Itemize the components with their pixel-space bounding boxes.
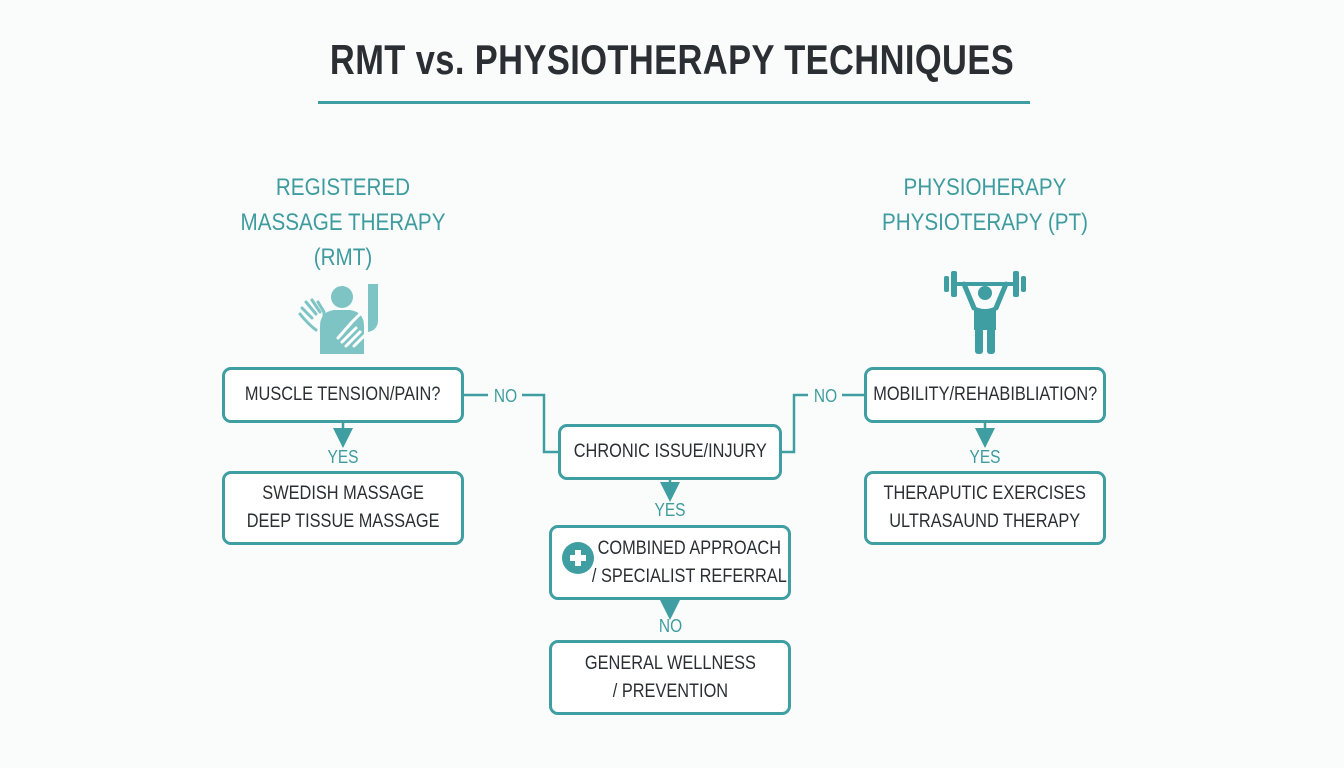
weightlifter-icon bbox=[944, 271, 1026, 354]
mobility-question-text: MOBILITY/REHABIBLIATION? bbox=[873, 384, 1097, 405]
diagram-title: RMT vs. PHYSIOTHERAPY TECHNIQUES bbox=[329, 36, 1015, 83]
chronic-issue-question-text: CHRONIC ISSUE/INJURY bbox=[573, 441, 767, 462]
pt-heading-line-2: PHYSIOTERAPY (PT) bbox=[881, 209, 1089, 236]
right-yes-label: YES bbox=[969, 447, 1001, 467]
combined-approach-line-2: / SPECIALIST REFERRAL bbox=[591, 565, 787, 587]
massage-technique-2: DEEP TISSUE MASSAGE bbox=[246, 511, 440, 532]
muscle-tension-question-text: MUSCLE TENSION/PAIN? bbox=[245, 384, 441, 405]
connector-right-no-b bbox=[782, 393, 808, 454]
muscle-tension-question: MUSCLE TENSION/PAIN? bbox=[222, 367, 464, 423]
general-wellness-box: GENERAL WELLNESS / PREVENTION bbox=[549, 640, 791, 715]
combined-approach-box: COMBINED APPROACH / SPECIALIST REFERRAL bbox=[549, 525, 791, 600]
center-no-label: NO bbox=[658, 616, 682, 636]
plus-circle-icon bbox=[562, 542, 594, 574]
connector-left-no-b bbox=[522, 393, 558, 454]
left-no-label: NO bbox=[493, 386, 517, 406]
combined-approach-line-1: COMBINED APPROACH bbox=[597, 537, 781, 559]
right-no-label: NO bbox=[813, 386, 837, 406]
pt-heading-line-1: PHYSIOHERAPY bbox=[903, 174, 1067, 201]
general-wellness-line-2: / PREVENTION bbox=[612, 680, 728, 702]
rmt-heading: REGISTERED MASSAGE THERAPY (RMT) bbox=[218, 170, 468, 275]
physio-technique-2: ULTRASAUND THERAPY bbox=[889, 511, 1081, 532]
left-yes-label: YES bbox=[327, 447, 359, 467]
massage-technique-1: SWEDISH MASSAGE bbox=[262, 483, 424, 504]
physio-techniques-box: THERAPUTIC EXERCISES ULTRASAUND THERAPY bbox=[864, 471, 1106, 545]
rmt-heading-line-2: MASSAGE THERAPY bbox=[240, 209, 446, 236]
mobility-question: MOBILITY/REHABIBLIATION? bbox=[864, 367, 1106, 423]
general-wellness-line-1: GENERAL WELLNESS bbox=[584, 652, 756, 674]
massage-hands-icon bbox=[298, 284, 378, 354]
physio-technique-1: THERAPUTIC EXERCISES bbox=[883, 483, 1087, 504]
rmt-heading-line-3: (RMT) bbox=[313, 244, 373, 271]
title-underline bbox=[318, 101, 1030, 104]
rmt-heading-line-1: REGISTERED bbox=[275, 174, 411, 201]
massage-techniques-box: SWEDISH MASSAGE DEEP TISSUE MASSAGE bbox=[222, 471, 464, 545]
chronic-issue-question: CHRONIC ISSUE/INJURY bbox=[558, 424, 782, 480]
pt-heading: PHYSIOHERAPY PHYSIOTERAPY (PT) bbox=[860, 170, 1110, 240]
center-yes-label: YES bbox=[654, 500, 686, 520]
